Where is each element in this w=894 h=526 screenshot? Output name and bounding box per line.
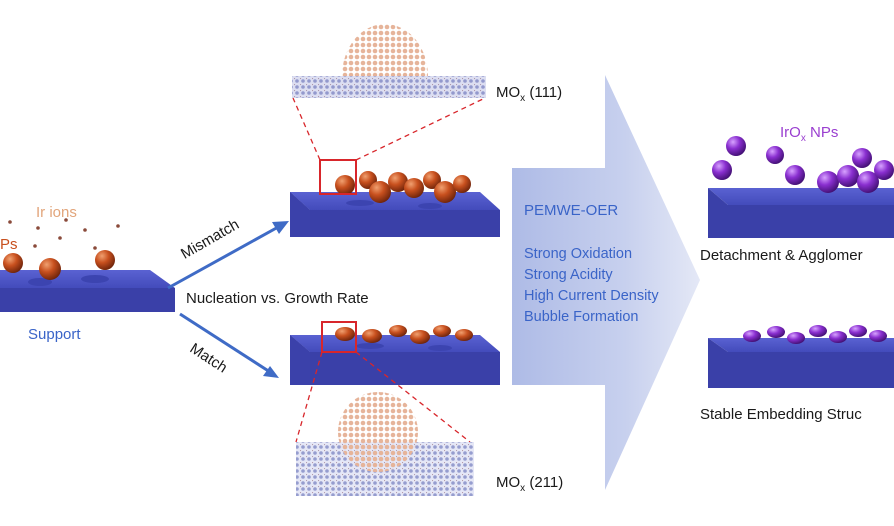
- process-title: PEMWE-OER: [524, 202, 619, 219]
- nps-detached: [712, 136, 894, 193]
- support-slab: [0, 270, 175, 312]
- nucleation-label: Nucleation vs. Growth Rate: [186, 290, 369, 307]
- zoom-box-mismatch: [319, 159, 357, 195]
- zoom-box-match: [321, 321, 357, 353]
- match-arrow: [179, 312, 279, 378]
- process-arrow: [512, 75, 700, 490]
- inset-match-lattice: [296, 392, 474, 496]
- nps-partial-label: Ps: [0, 236, 18, 253]
- condition-2: Strong Acidity: [524, 267, 613, 283]
- condition-1: Strong Oxidation: [524, 246, 633, 262]
- support-label: Support: [28, 326, 81, 343]
- nps-mismatch: [335, 171, 471, 203]
- facet-211-label: MOx (211): [496, 474, 564, 494]
- np-left-3: [95, 250, 115, 270]
- condition-4: Bubble Formation: [524, 309, 639, 325]
- facet-111-label: MOx (111): [496, 84, 563, 104]
- substrate-embedded: [708, 338, 894, 388]
- stable-embedding-label: Stable Embedding Struc: [700, 406, 862, 423]
- condition-3: High Current Density: [524, 288, 659, 304]
- ion-dots: [8, 218, 120, 250]
- ir-ions-label: Ir ions: [36, 204, 77, 221]
- substrate-detachment: [708, 188, 894, 238]
- np-left-2: [39, 258, 61, 280]
- nps-match: [335, 325, 473, 344]
- detachment-label: Detachment & Agglomer: [700, 247, 863, 264]
- mismatch-arrow: [167, 221, 289, 290]
- np-left-1: [3, 253, 23, 273]
- inset-mismatch-lattice: [292, 24, 486, 98]
- irox-nps-label: IrOx NPs: [780, 124, 839, 144]
- nps-embedded: [743, 325, 887, 344]
- substrate-mismatch: [290, 192, 500, 237]
